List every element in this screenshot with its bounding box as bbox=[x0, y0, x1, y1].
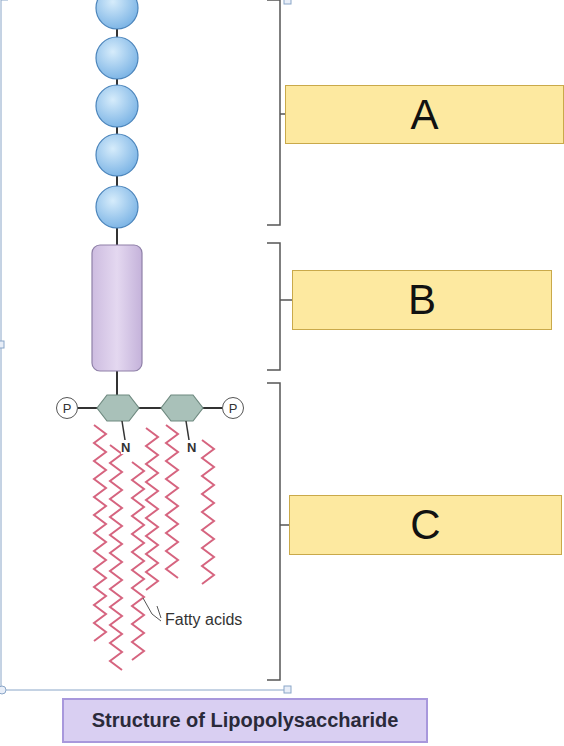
label-box: C bbox=[289, 495, 562, 555]
fatty-acid-chain bbox=[94, 425, 106, 641]
o-antigen-beads bbox=[96, 0, 138, 228]
fatty-acid-chains bbox=[94, 425, 214, 670]
frame bbox=[0, 0, 291, 694]
leader-lines bbox=[143, 598, 161, 621]
node-text: P bbox=[229, 401, 238, 416]
caption-box: Structure of Lipopolysaccharide bbox=[62, 698, 428, 743]
fatty-acid-chain bbox=[132, 462, 144, 660]
label-box: A bbox=[285, 85, 564, 144]
fatty-acid-chain bbox=[110, 445, 122, 670]
phosphate-circle: P bbox=[56, 397, 78, 419]
fatty-acid-chain bbox=[166, 425, 178, 578]
label-box: B bbox=[292, 270, 552, 330]
fatty-acid-chain bbox=[146, 428, 158, 590]
caption: Structure of Lipopolysaccharide bbox=[92, 709, 399, 732]
node-text: A bbox=[410, 91, 438, 139]
node-text: P bbox=[63, 401, 72, 416]
node-text: B bbox=[408, 276, 436, 324]
nitrogen-label: N bbox=[121, 441, 130, 454]
part-label: Fatty acids bbox=[165, 612, 242, 628]
lipid-a-head bbox=[78, 395, 222, 440]
core-polysaccharide bbox=[92, 245, 142, 371]
fatty-acid-chain bbox=[202, 440, 214, 584]
nitrogen-label: N bbox=[187, 441, 196, 454]
node-text: C bbox=[410, 501, 440, 549]
phosphate-circle: P bbox=[222, 397, 244, 419]
